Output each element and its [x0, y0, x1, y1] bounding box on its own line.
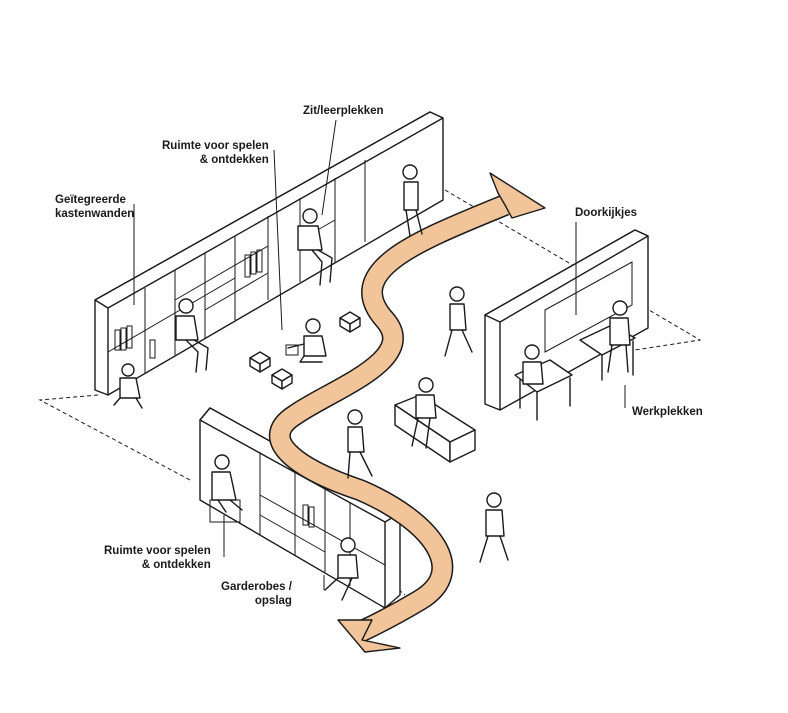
person-kneeling [285, 318, 327, 363]
label-line: & ontdekken [141, 559, 211, 571]
label-line: Geïtegreerde [55, 194, 126, 206]
person-working [522, 344, 544, 385]
person-walking [479, 492, 509, 563]
person-walking [402, 164, 423, 237]
person-walking [347, 409, 373, 479]
label-ruimte-spelen-top: Ruimte voor spelen & ontdekken [162, 139, 269, 167]
label-garderobes: Garderobes / opslag [221, 580, 292, 608]
route-arrow [269, 172, 546, 653]
label-line: kastenwanden [55, 208, 135, 220]
label-kastenwanden: Geïtegreerde kastenwanden [55, 193, 134, 221]
label-line: Ruimte voor spelen [162, 140, 269, 152]
person-sitting [209, 454, 243, 523]
label-line: Ruimte voor spelen [104, 545, 211, 557]
people [113, 164, 631, 601]
person-sitting [175, 298, 209, 373]
person-sitting [324, 537, 359, 601]
person-sitting [297, 208, 333, 286]
front-shelf-unit [199, 407, 401, 609]
label-line: opslag [254, 595, 292, 607]
label-ruimte-spelen-bottom: Ruimte voor spelen & ontdekken [104, 544, 211, 572]
label-line: & ontdekken [199, 154, 269, 166]
person-sitting [113, 363, 143, 409]
person-walking [444, 286, 473, 357]
label-werkplekken: Werkplekken [632, 406, 703, 418]
label-doorkijkjes: Doorkijkjes [575, 207, 637, 219]
toy-blocks [249, 311, 361, 390]
label-zit-leerplekken: Zit/leerplekken [303, 105, 384, 117]
label-line: Garderobes / [221, 581, 292, 593]
person-working [607, 300, 631, 373]
leader-lines [133, 119, 626, 590]
person-sitting [411, 377, 437, 449]
